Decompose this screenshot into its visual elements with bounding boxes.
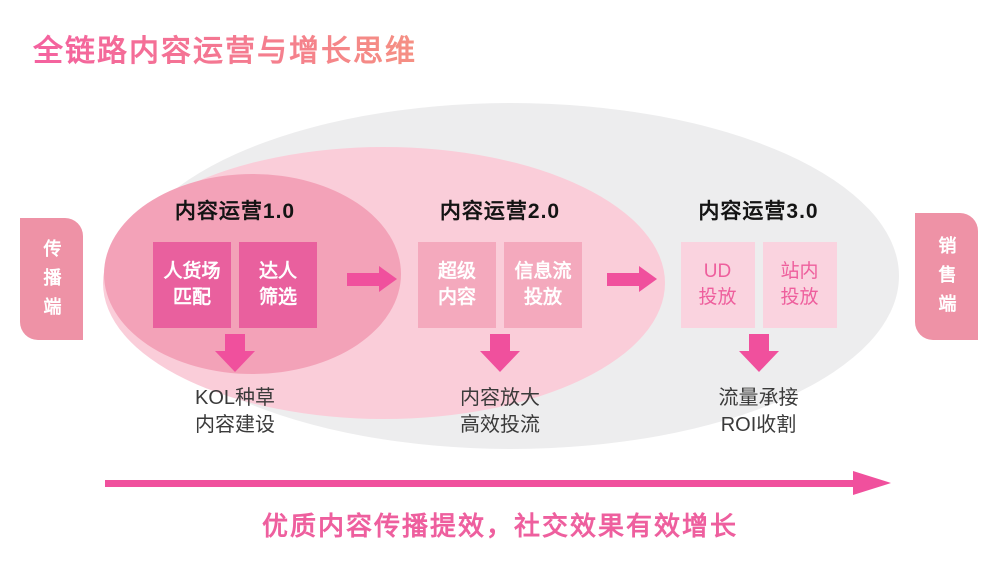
spread-side-tab-label: 传播端: [41, 238, 62, 326]
arrow-shaft: [347, 272, 379, 286]
caption-line: 内容建设: [195, 414, 275, 436]
arrow-shaft: [607, 272, 639, 286]
caption-line: 内容放大: [460, 387, 540, 409]
box-label-line: 匹配: [172, 287, 211, 308]
box-label-line: 投放: [780, 287, 819, 308]
box-label-line: UD: [703, 261, 732, 282]
arrow-shaft: [748, 334, 769, 351]
arrow-head: [480, 351, 520, 372]
stage3-caption: 流量承接 ROI收割: [719, 385, 799, 439]
box-label-line: 人货场: [163, 261, 221, 282]
box-label-line: 达人: [258, 261, 297, 282]
stage3-boxes: UD 投放 站内 投放: [680, 242, 837, 328]
box-label-line: 超级: [437, 261, 476, 282]
stage1-box-kol-selection: 达人 筛选: [239, 242, 317, 328]
sales-side-tab: 销售端: [915, 213, 978, 340]
stage2-box-feed-ads: 信息流 投放: [504, 242, 582, 328]
stage-content-ops-3: 内容运营3.0 UD 投放 站内 投放 流量承接 ROI收割: [672, 195, 845, 439]
box-label-line: 筛选: [258, 287, 297, 308]
growth-axis-arrow-icon: [105, 471, 891, 495]
stage2-caption: 内容放大 高效投流: [460, 385, 540, 439]
stage3-box-ud-ads: UD 投放: [680, 242, 755, 328]
spread-side-tab: 传播端: [20, 218, 83, 340]
stage1-boxes: 人货场 匹配 达人 筛选: [153, 242, 317, 328]
stage-content-ops-1: 内容运营1.0 人货场 匹配 达人 筛选 KOL种草 内容建设: [150, 195, 320, 439]
arrow-head: [639, 266, 657, 292]
arrow-shaft: [490, 334, 510, 351]
arrow-head: [379, 266, 397, 292]
stage3-box-onsite-ads: 站内 投放: [762, 242, 837, 328]
stage2-box-super-content: 超级 内容: [418, 242, 496, 328]
arrow-shaft: [105, 480, 856, 487]
stage2-down-arrow-icon: [480, 334, 520, 372]
stage1-heading: 内容运营1.0: [174, 200, 296, 223]
stage2-heading: 内容运营2.0: [439, 200, 561, 223]
caption-line: 高效投流: [460, 414, 540, 436]
caption-line: 流量承接: [718, 387, 799, 409]
box-label-line: 站内: [780, 261, 819, 282]
bottom-banner-text: 优质内容传播提效，社交效果有效增长: [261, 511, 738, 541]
box-label-line: 投放: [698, 287, 737, 308]
stage3-heading: 内容运营3.0: [698, 200, 819, 223]
caption-line: KOL种草: [194, 387, 276, 409]
sales-side-tab-label: 销售端: [936, 236, 957, 323]
stage1-down-arrow-icon: [215, 334, 255, 372]
stage-content-ops-2: 内容运营2.0 超级 内容 信息流 投放 内容放大 高效投流: [410, 195, 590, 439]
arrow-head: [215, 351, 255, 372]
box-label-line: 内容: [437, 287, 476, 308]
stage1-box-people-goods-scene: 人货场 匹配: [153, 242, 231, 328]
stage3-down-arrow-icon: [738, 334, 779, 372]
caption-line: ROI收割: [720, 414, 797, 436]
page-title: 全链路内容运营与增长思维: [33, 26, 417, 70]
arrow-stage1-to-stage2-icon: [347, 266, 397, 292]
arrow-head: [853, 471, 891, 495]
stage1-caption: KOL种草 内容建设: [195, 385, 275, 439]
box-label-line: 投放: [523, 287, 562, 308]
box-label-line: 信息流: [514, 261, 572, 282]
stage2-boxes: 超级 内容 信息流 投放: [418, 242, 582, 328]
arrow-shaft: [225, 334, 245, 351]
arrow-stage2-to-stage3-icon: [607, 266, 657, 292]
arrow-head: [738, 351, 779, 372]
